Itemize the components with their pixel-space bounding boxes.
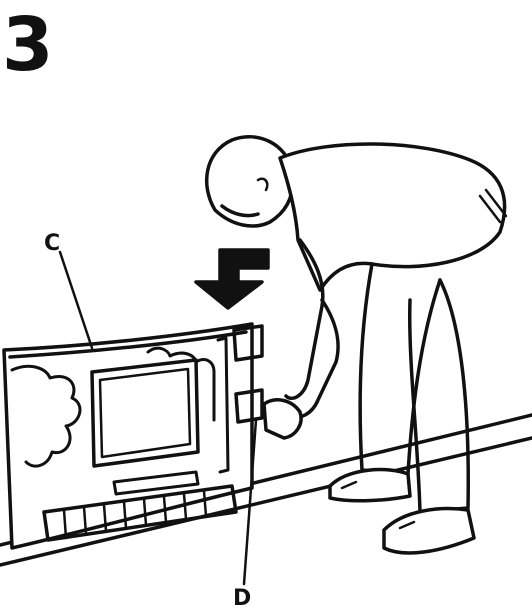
callout-label-c: C <box>44 233 60 255</box>
callout-label-d: D <box>233 588 251 610</box>
arrow-down-icon <box>196 250 268 308</box>
gate-panel <box>4 324 262 548</box>
